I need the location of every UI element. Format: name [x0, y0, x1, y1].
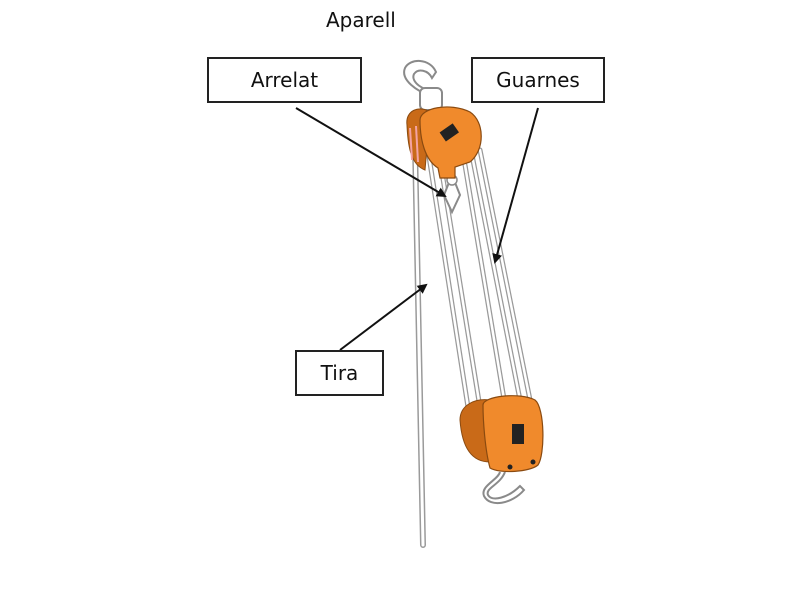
label-guarnes: Guarnes — [471, 57, 605, 103]
lower-pulley-block — [459, 395, 544, 473]
tira-arrow — [339, 283, 428, 351]
label-tira: Tira — [295, 350, 384, 396]
label-arrelat: Arrelat — [207, 57, 362, 103]
diagram-title: Aparell — [326, 8, 396, 32]
top-hook-icon — [403, 60, 443, 111]
hauling-rope — [412, 142, 426, 548]
upper-pulley-block — [406, 106, 482, 179]
guarnes-arrow — [492, 107, 539, 264]
arrelat-arrow — [295, 107, 447, 198]
bottom-hook-icon — [482, 471, 526, 505]
